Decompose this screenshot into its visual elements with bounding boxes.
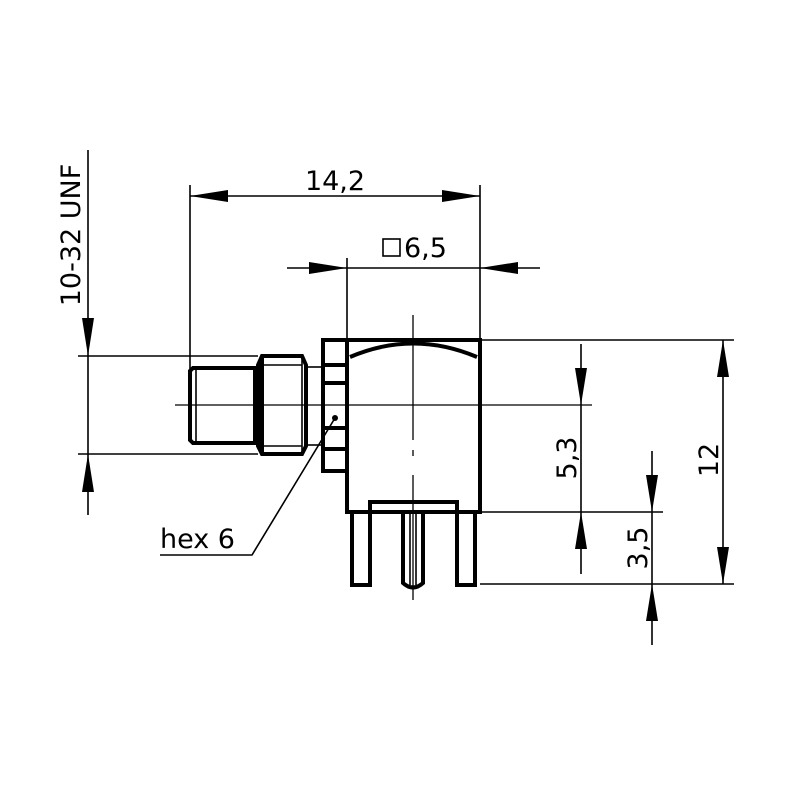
square-symbol-icon xyxy=(382,238,401,257)
hex-label: hex 6 xyxy=(160,524,235,555)
dimension-thread: 10-32 UNF xyxy=(56,150,258,515)
dimension-heights: 5,3 3,5 12 xyxy=(480,339,734,645)
dimension-label-center-height: 5,3 xyxy=(552,437,583,480)
dimension-label-body-square: 6,5 xyxy=(404,233,447,264)
pins xyxy=(350,510,477,590)
dimension-body-square: 6,5 xyxy=(287,233,540,340)
dimension-label-thread: 10-32 UNF xyxy=(56,164,87,307)
dimension-length: 14,2 xyxy=(189,166,481,400)
hex-callout: hex 6 xyxy=(160,417,336,556)
dimension-label-length: 14,2 xyxy=(305,166,365,197)
dimension-label-total-height: 12 xyxy=(694,443,725,477)
dimension-label-pin-length: 3,5 xyxy=(623,527,654,570)
thread-section xyxy=(256,354,308,456)
